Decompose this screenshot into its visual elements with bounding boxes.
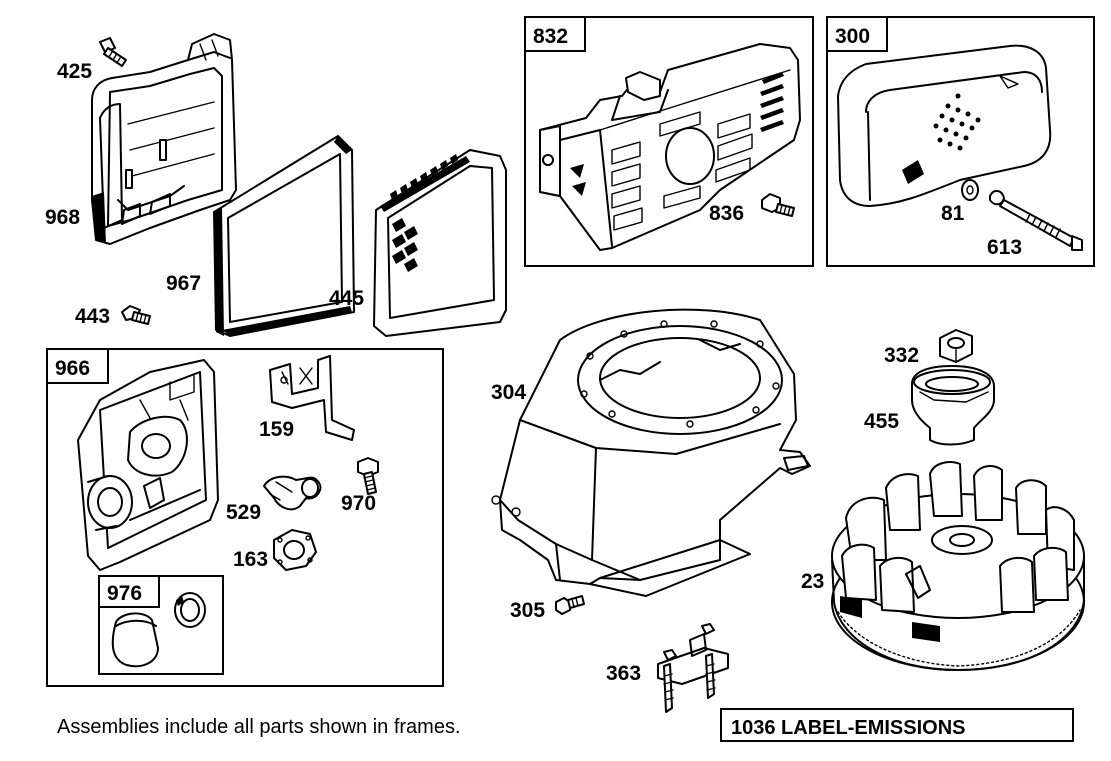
bolt-836-drawing bbox=[761, 193, 795, 217]
frame-832: 832 bbox=[524, 16, 814, 267]
part-label-304: 304 bbox=[491, 381, 526, 404]
frame-300-label: 300 bbox=[835, 25, 870, 48]
flywheel-23-drawing bbox=[831, 461, 1085, 671]
part-label-836: 836 bbox=[709, 202, 744, 225]
washer-81-drawing bbox=[961, 179, 979, 201]
muffler-300-drawing bbox=[837, 44, 1052, 207]
part-label-455: 455 bbox=[864, 410, 899, 433]
frame-966-label: 966 bbox=[55, 357, 90, 380]
part-label-613: 613 bbox=[987, 236, 1022, 259]
muffler-guard-832-drawing bbox=[539, 43, 801, 251]
bolt-613-drawing bbox=[989, 190, 1083, 251]
part-label-967: 967 bbox=[166, 272, 201, 295]
part-label-968: 968 bbox=[45, 206, 80, 229]
part-label-425: 425 bbox=[57, 60, 92, 83]
frame-976-label: 976 bbox=[107, 582, 142, 605]
emissions-label-text: 1036 LABEL-EMISSIONS bbox=[731, 717, 966, 739]
screw-443-drawing bbox=[121, 305, 151, 325]
air-cleaner-base-968-drawing bbox=[91, 33, 237, 245]
part-label-445: 445 bbox=[329, 287, 364, 310]
stop-switch-363-drawing bbox=[657, 623, 729, 713]
part-label-81: 81 bbox=[941, 202, 965, 225]
elbow-529-drawing bbox=[263, 475, 322, 511]
gasket-163-drawing bbox=[273, 529, 317, 571]
part-label-23: 23 bbox=[801, 570, 824, 593]
screw-305-drawing bbox=[555, 595, 585, 615]
nut-332-drawing bbox=[939, 329, 973, 363]
frame-832-label: 832 bbox=[533, 25, 568, 48]
part-label-159: 159 bbox=[259, 418, 294, 441]
bracket-159-drawing bbox=[269, 355, 355, 441]
part-label-363: 363 bbox=[606, 662, 641, 685]
carburetor-housing-966-drawing bbox=[77, 359, 219, 571]
precleaner-445-drawing bbox=[373, 149, 507, 337]
frame-976: 976 bbox=[98, 575, 224, 675]
assemblies-footnote: Assemblies include all parts shown in fr… bbox=[57, 716, 461, 738]
primer-976-drawing bbox=[111, 592, 206, 668]
part-label-443: 443 bbox=[75, 305, 110, 328]
blower-housing-304-drawing bbox=[491, 308, 811, 597]
screw-425-drawing bbox=[99, 37, 127, 67]
part-label-305: 305 bbox=[510, 599, 545, 622]
starter-cup-455-drawing bbox=[911, 365, 995, 446]
part-label-332: 332 bbox=[884, 344, 919, 367]
frame-300: 300 bbox=[826, 16, 1095, 267]
frame-966: 966 bbox=[46, 348, 444, 687]
emissions-label-box: 1036 LABEL-EMISSIONS bbox=[720, 708, 1074, 742]
filter-967-drawing bbox=[213, 135, 355, 337]
bolt-970-drawing bbox=[357, 457, 379, 495]
part-label-970: 970 bbox=[341, 492, 376, 515]
part-label-529: 529 bbox=[226, 501, 261, 524]
part-label-163: 163 bbox=[233, 548, 268, 571]
